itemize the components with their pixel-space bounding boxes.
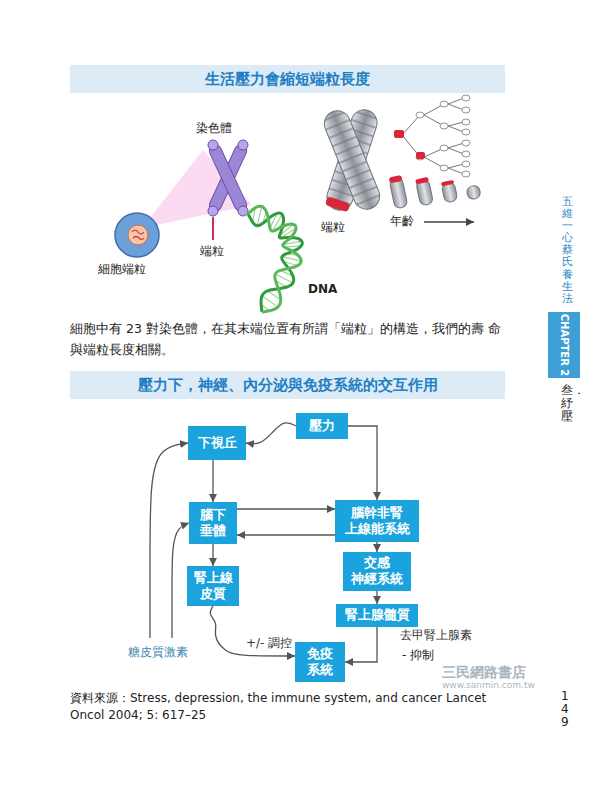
connector-arrow <box>237 534 335 535</box>
dna-helix <box>248 206 302 312</box>
part-label: 染色體 <box>196 121 232 137</box>
connector-arrow <box>348 426 377 500</box>
connector-arrow <box>150 443 188 638</box>
node-text: 壓力 <box>309 418 335 434</box>
chapter-tab: CHAPTER 2 <box>548 312 580 378</box>
node-text: 壓力下，神經、內分泌與免疫系統的交互作用 <box>138 376 438 395</box>
process-box: 腎上線 皮質 <box>187 566 239 606</box>
connector-arrow <box>237 508 335 509</box>
cell <box>115 213 159 257</box>
node-text: 腎上腺髓質 <box>345 607 410 623</box>
process-box: 下視丘 <box>188 426 246 460</box>
connector-arrow <box>210 606 295 656</box>
node-text: 免疫 系統 <box>299 646 341 679</box>
nucleus <box>128 225 148 245</box>
connector-arrow <box>246 423 296 444</box>
page-number: 149 <box>561 690 573 730</box>
chapter-title: 叁．紓壓 <box>561 384 573 424</box>
axis-label: 年齡 <box>390 214 414 230</box>
edge-label: 去甲腎上腺素 <box>398 628 474 644</box>
process-box: 腎上腺髓質 <box>336 604 418 627</box>
part-label: DNA <box>308 282 337 298</box>
node-text: 腦下 垂體 <box>193 507 233 540</box>
node-text: CHAPTER 2 <box>559 314 570 377</box>
node-text: 腎上線 皮質 <box>191 570 235 603</box>
large-chromosome <box>320 107 383 214</box>
process-box: 腦下 垂體 <box>189 502 237 544</box>
process-box: 腦幹非腎 上線能系統 <box>335 500 419 542</box>
process-box: 壓力 <box>296 413 348 439</box>
shortening-chromosomes <box>389 175 482 209</box>
part-label: 細胞端粒 <box>98 262 146 278</box>
connector-arrow <box>376 542 377 552</box>
signal-label: - 抑制 <box>402 648 434 664</box>
section-heading: 壓力下，神經、內分泌與免疫系統的交互作用 <box>70 371 505 399</box>
part-label: 端粒 <box>321 220 345 236</box>
process-box: 交感 神經系統 <box>343 552 411 591</box>
connector-arrow <box>345 627 377 662</box>
section-heading: 生活壓力會縮短端粒長度 <box>70 65 505 93</box>
watermark: 三民網路書店 <box>442 663 526 681</box>
node-text: 交感 神經系統 <box>347 555 407 588</box>
node-text: 腦幹非腎 上線能系統 <box>339 505 415 538</box>
connector-arrow <box>212 544 213 566</box>
connector-arrow <box>376 591 377 605</box>
connector-arrow <box>212 460 213 502</box>
source-note: 資料來源：Stress, depression, the immune syst… <box>70 690 490 725</box>
edge-label: +/- 調控 <box>244 636 294 652</box>
small-chromosome <box>207 140 248 240</box>
node-text: 生活壓力會縮短端粒長度 <box>205 70 370 89</box>
node-text: 下視丘 <box>198 435 237 451</box>
part-label: 端粒 <box>200 244 224 260</box>
cell-division-tree <box>402 98 464 174</box>
running-head: 五維一心蔡氏養生法 <box>562 196 573 305</box>
watermark: www.sanmin.com.tw <box>442 680 535 692</box>
age-arrow <box>424 221 474 222</box>
process-box: 免疫 系統 <box>295 642 345 682</box>
caption-text: 細胞中有 23 對染色體，在其末端位置有所謂「端粒」的構造，我們的壽 命與端粒長… <box>70 318 506 361</box>
signal-label: 糖皮質激素 <box>128 645 188 661</box>
